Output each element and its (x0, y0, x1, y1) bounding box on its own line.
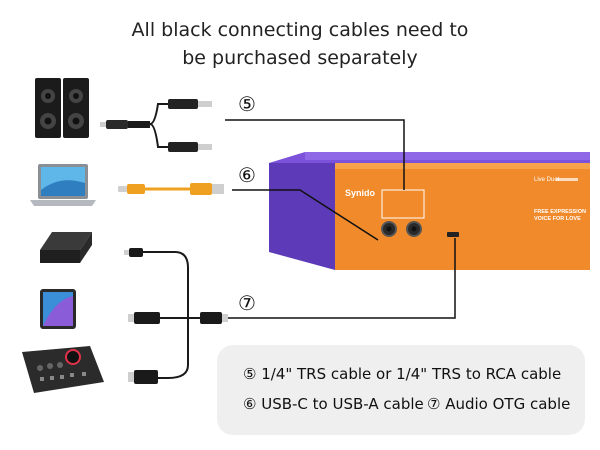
marker-6: ⑥ (238, 163, 256, 187)
device-slogan-1: FREE EXPRESSION (534, 209, 586, 215)
tablet-icon (40, 289, 76, 329)
device-slogan-2: VOICE FOR LOVE (534, 216, 581, 222)
trs-cable-icon (100, 99, 212, 152)
header-line-2: be purchased separately (182, 47, 418, 69)
legend-item-5: ⑤ 1/4" TRS cable or 1/4" TRS to RCA cabl… (243, 365, 562, 383)
usb-c-cable-icon (118, 183, 224, 195)
laptop-icon (30, 164, 96, 206)
header-line-1: All black connecting cables need to (131, 19, 469, 41)
device-brand: Synido (345, 188, 376, 198)
legend-item-6: ⑥ USB-C to USB-A cable (243, 395, 424, 413)
otg-cable-icon (124, 248, 228, 384)
cable-legend: ⑤ 1/4" TRS cable or 1/4" TRS to RCA cabl… (217, 345, 585, 435)
leader-lines (225, 119, 456, 319)
marker-5: ⑤ (238, 92, 256, 116)
synido-device: Synido Live Duet FREE EXPRESSION VOICE F… (269, 152, 590, 270)
marker-7: ⑦ (238, 291, 256, 315)
device-model: Live Duet (534, 177, 560, 183)
legend-item-7: ⑦ Audio OTG cable (427, 395, 571, 413)
phone-device-icon (40, 232, 92, 263)
mixer-icon (22, 346, 104, 393)
speakers-icon (35, 78, 89, 138)
